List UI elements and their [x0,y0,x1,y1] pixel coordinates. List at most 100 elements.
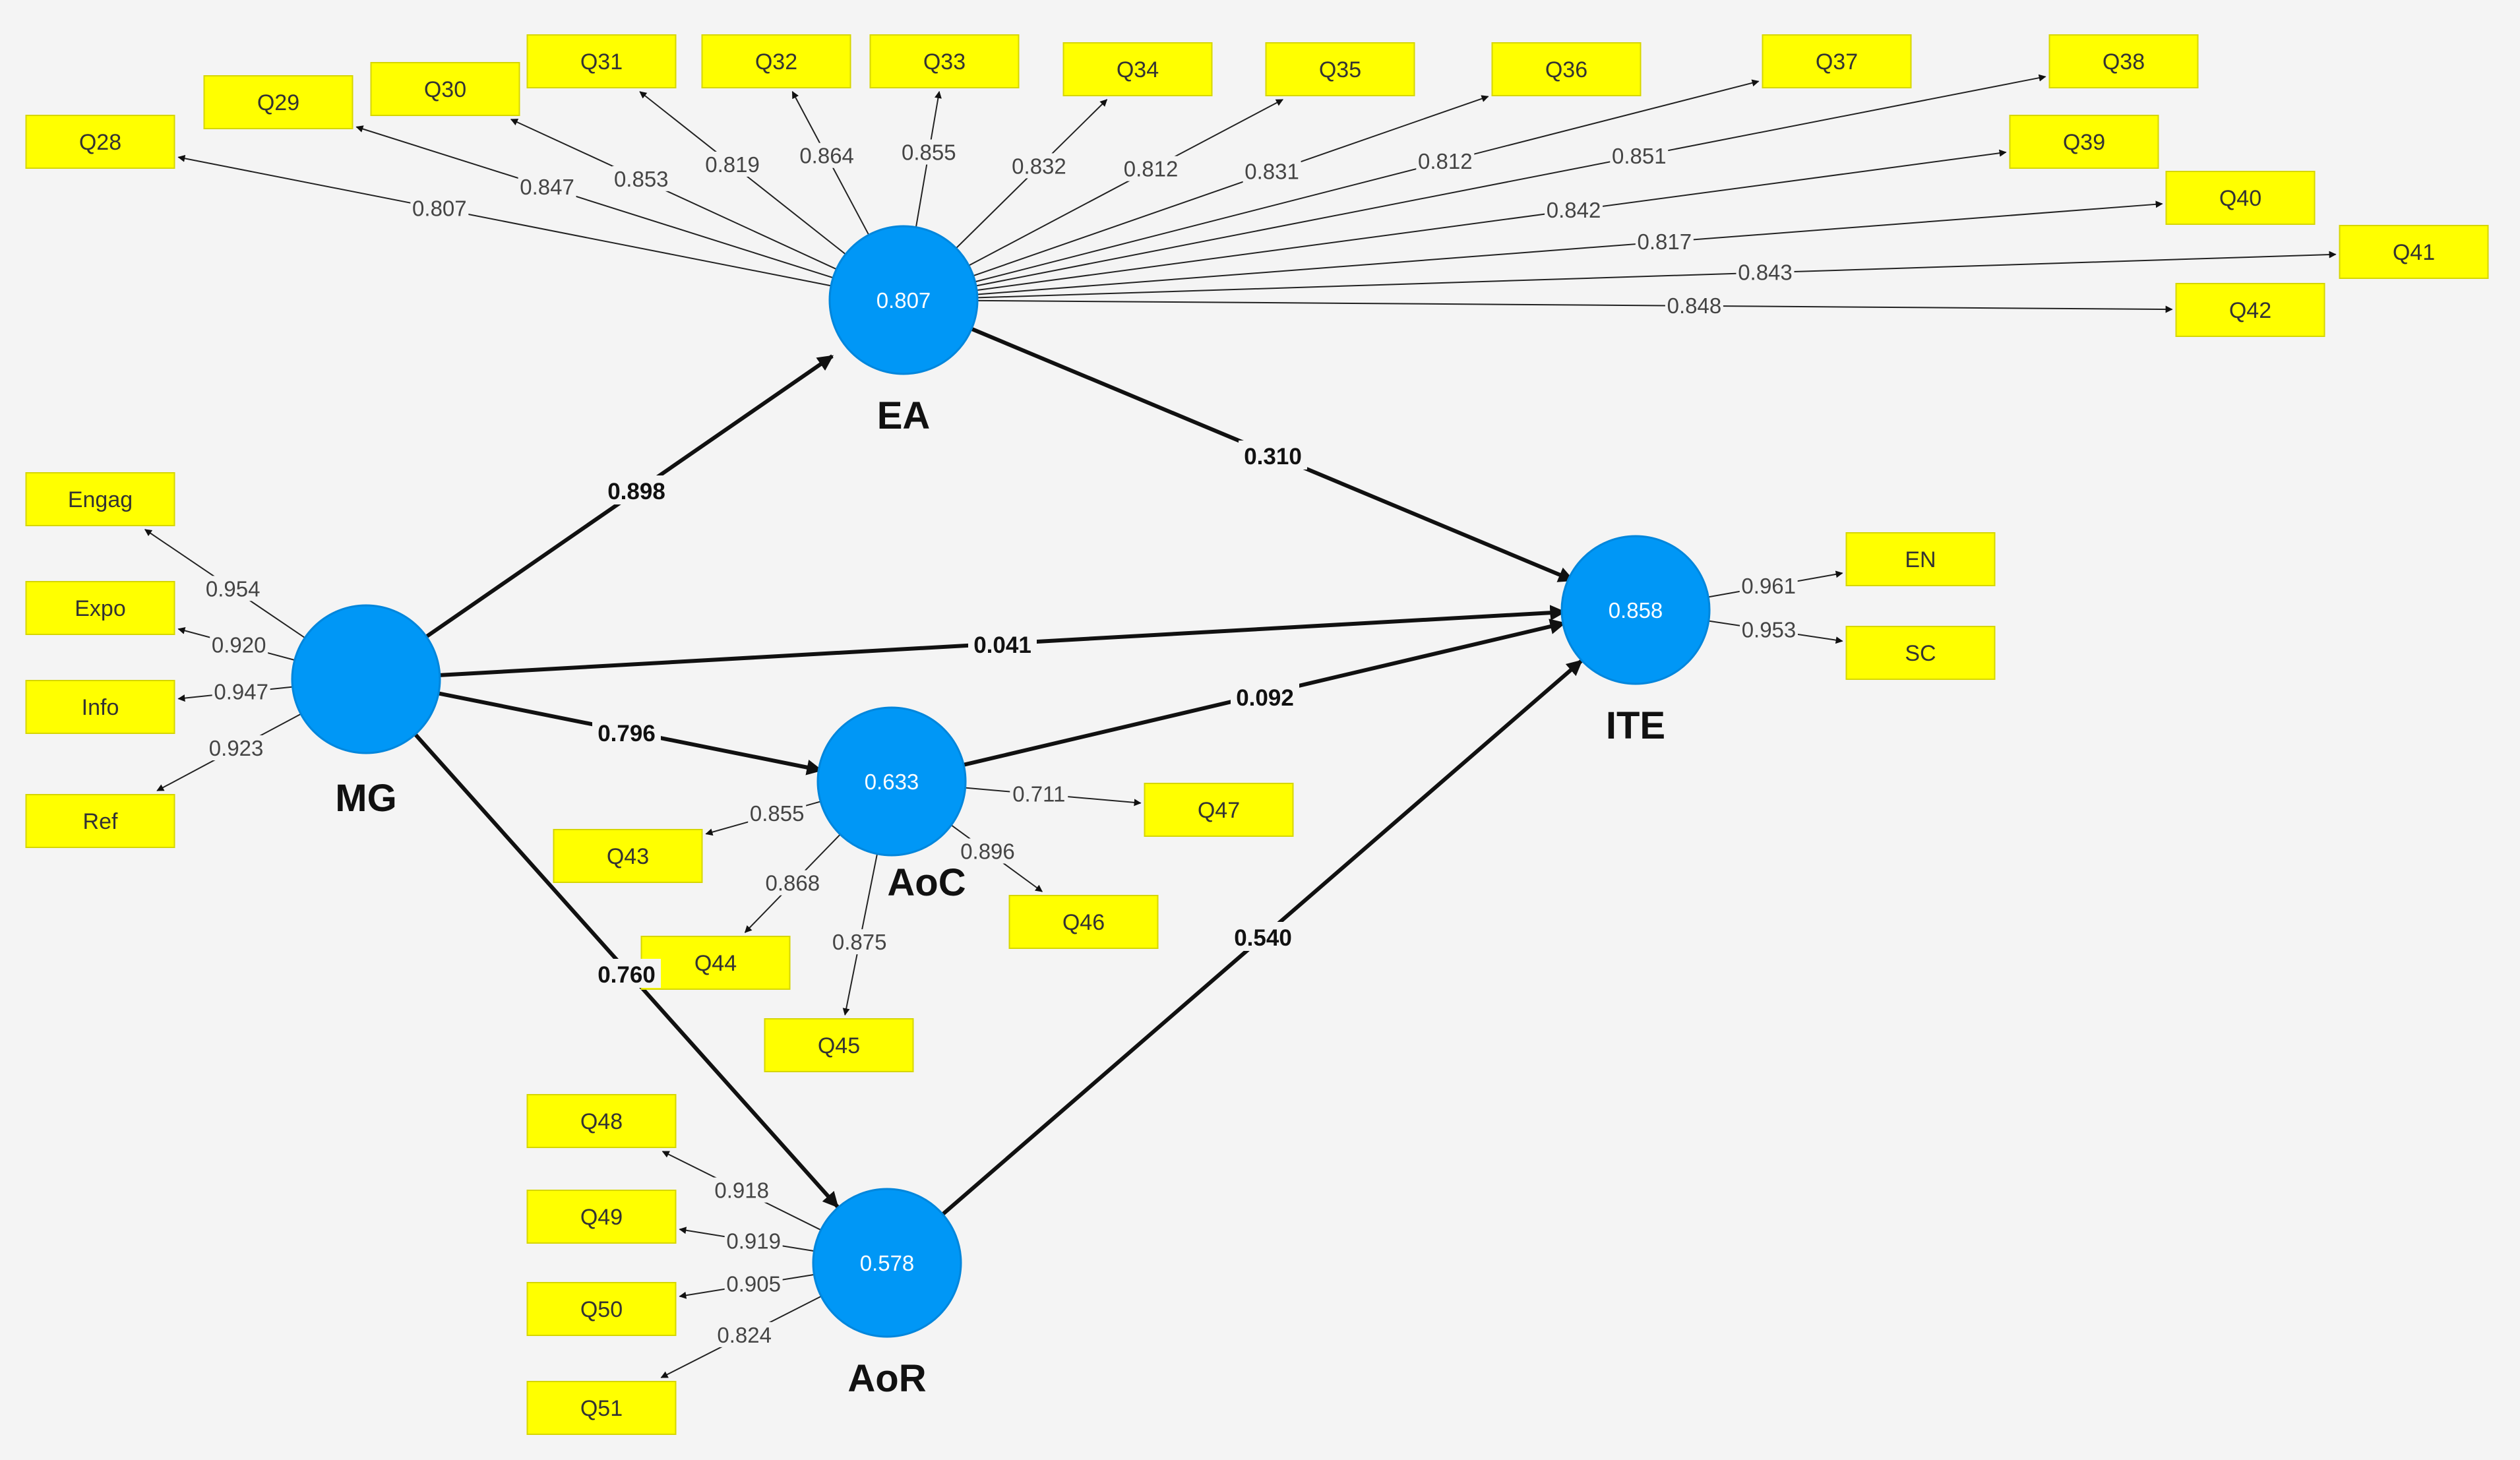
indicator-q28[interactable]: Q28 [25,115,175,169]
path-label-bg [1239,441,1307,470]
loading-value-q50: 0.905 [726,1272,781,1296]
indicator-box [25,680,175,734]
construct-r-squared: 0.578 [860,1251,915,1275]
path-label-bg [1229,922,1297,951]
indicator-q30[interactable]: Q30 [370,62,520,116]
loading-label-bg [1122,156,1181,181]
indicator-q31[interactable]: Q31 [526,34,677,88]
indicator-label: Q40 [2219,186,2261,211]
indicator-label: Q31 [580,49,623,75]
loading-value-q32: 0.864 [799,144,854,168]
indicator-q47[interactable]: Q47 [1144,783,1294,837]
indicator-q32[interactable]: Q32 [701,34,851,88]
path-label-bg [592,717,661,746]
indicator-q41[interactable]: Q41 [2339,225,2489,279]
indicator-q34[interactable]: Q34 [1062,42,1213,96]
loading-label-bg [210,632,268,657]
indicator-q50[interactable]: Q50 [526,1282,677,1336]
indicator-box [25,581,175,635]
loading-label-bg [612,166,671,191]
indicator-box [25,794,175,848]
indicator-box [2009,115,2159,169]
construct-circle [812,1188,962,1338]
indicator-ref[interactable]: Ref [25,794,175,848]
indicator-label: Q44 [694,951,737,976]
indicator-q45[interactable]: Q45 [764,1018,914,1072]
indicator-q48[interactable]: Q48 [526,1094,677,1148]
loading-label-bg [1243,158,1301,184]
indicator-q29[interactable]: Q29 [203,75,353,129]
loading-arrow-q35 [968,99,1283,266]
indicator-sc[interactable]: SC [1845,626,1996,680]
indicator-label: Q51 [580,1396,623,1421]
construct-mg[interactable]: MG [291,604,441,820]
loading-value-q41: 0.843 [1738,260,1793,284]
loading-value-q31: 0.819 [705,152,760,177]
indicator-q37[interactable]: Q37 [1762,34,1912,88]
construct-name: ITE [1606,704,1665,747]
indicator-q42[interactable]: Q42 [2175,283,2325,337]
loading-value-q33: 0.855 [902,140,956,165]
indicator-label: Q32 [755,49,797,75]
indicator-label: EN [1905,547,1936,572]
loading-value-q28: 0.807 [412,196,467,220]
loading-value-q47: 0.711 [1012,781,1065,806]
indicator-box [526,1190,677,1244]
indicator-box [1008,895,1159,949]
indicator-label: Q38 [2103,49,2145,75]
indicator-info[interactable]: Info [25,680,175,734]
indicator-label: Q28 [79,130,121,155]
indicator-engag[interactable]: Engag [25,472,175,526]
loading-arrow-q40 [977,200,2163,295]
indicator-q46[interactable]: Q46 [1008,895,1159,949]
indicator-label: Q39 [2063,130,2105,155]
indicator-label: Q48 [580,1109,623,1134]
indicator-q43[interactable]: Q43 [553,829,703,883]
path-coefficient-mg-ea: 0.898 [607,479,665,504]
construct-circle [828,225,979,375]
loading-label-bg [1736,259,1795,285]
loading-arrow-q28 [177,154,832,287]
indicator-q40[interactable]: Q40 [2165,171,2316,225]
indicator-q35[interactable]: Q35 [1265,42,1415,96]
indicator-q39[interactable]: Q39 [2009,115,2159,169]
indicator-box [2048,34,2199,88]
loading-value-q51: 0.824 [717,1323,772,1347]
loading-label-bg [518,173,576,199]
loading-label-bg [1610,142,1669,168]
loading-value-en: 0.961 [1741,574,1796,598]
loading-label-bg [830,929,889,955]
indicator-q38[interactable]: Q38 [2048,34,2199,88]
indicator-expo[interactable]: Expo [25,581,175,635]
indicator-label: Q50 [580,1297,623,1322]
loading-label-bg [1010,781,1068,806]
indicator-q33[interactable]: Q33 [869,34,1020,88]
indicator-box [25,472,175,526]
indicator-en[interactable]: EN [1845,532,1996,586]
loading-value-q49: 0.919 [726,1229,781,1253]
indicator-label: Q34 [1117,57,1159,82]
indicator-label: SC [1905,641,1936,666]
path-label-bg [592,959,661,988]
construct-circle [291,604,441,754]
indicator-label: Ref [83,809,118,834]
indicator-q36[interactable]: Q36 [1491,42,1642,96]
indicator-q51[interactable]: Q51 [526,1381,677,1435]
indicator-label: Q42 [2229,298,2271,323]
loading-label-bg [1635,228,1694,254]
loading-arrow-q36 [973,95,1489,277]
loading-label-bg [410,195,469,221]
indicator-box [640,936,791,990]
indicator-q49[interactable]: Q49 [526,1190,677,1244]
loading-value-q34: 0.832 [1012,154,1066,178]
loading-label-bg [703,151,762,177]
loading-value-q29: 0.847 [520,175,574,199]
indicator-box [2339,225,2489,279]
indicator-q44[interactable]: Q44 [640,936,791,990]
